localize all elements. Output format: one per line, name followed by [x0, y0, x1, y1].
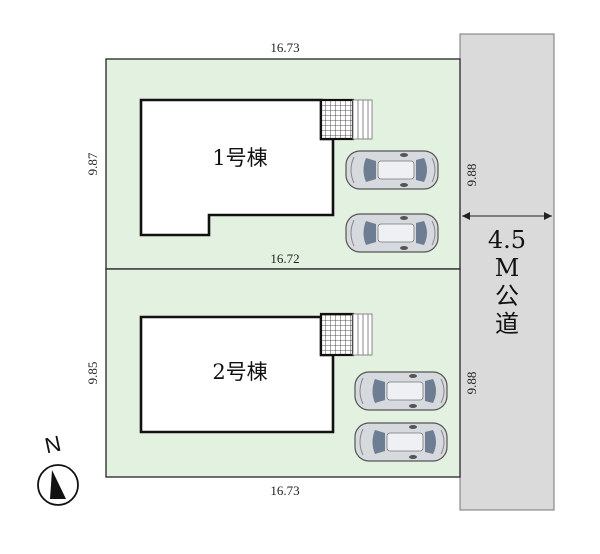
dim-lot1-bottom: 16.72: [270, 251, 299, 266]
car-lot2-a: [354, 371, 448, 411]
building-2-entrance: [319, 312, 355, 357]
dim-lot2-bottom: 16.73: [270, 483, 299, 498]
car-lot1-b: [345, 213, 439, 253]
dim-lot2-right: 9.88: [464, 372, 479, 395]
road-name-char-2: 道: [495, 310, 519, 338]
dim-lot1-top: 16.73: [270, 40, 299, 55]
building-2-steps: [352, 313, 373, 356]
car-lot1-a: [345, 150, 439, 190]
dim-lot2-left: 9.85: [85, 362, 100, 385]
road-unit-label: M: [495, 254, 520, 282]
road-name-char-1: 公: [495, 282, 519, 310]
public-road: [459, 33, 555, 511]
car-lot2-b: [354, 422, 448, 462]
building-1-steps: [352, 99, 373, 140]
road-width-label: 4.5: [488, 226, 526, 254]
north-compass-icon: [37, 464, 79, 506]
building-2-label: 2号棟: [212, 360, 267, 384]
building-1-entrance: [319, 98, 355, 141]
road-width-arrow: [462, 212, 552, 220]
dim-lot1-left: 9.87: [85, 152, 100, 175]
building-1-label: 1号棟: [212, 146, 267, 170]
dim-lot1-right: 9.88: [464, 164, 479, 187]
north-label: N: [43, 431, 64, 459]
